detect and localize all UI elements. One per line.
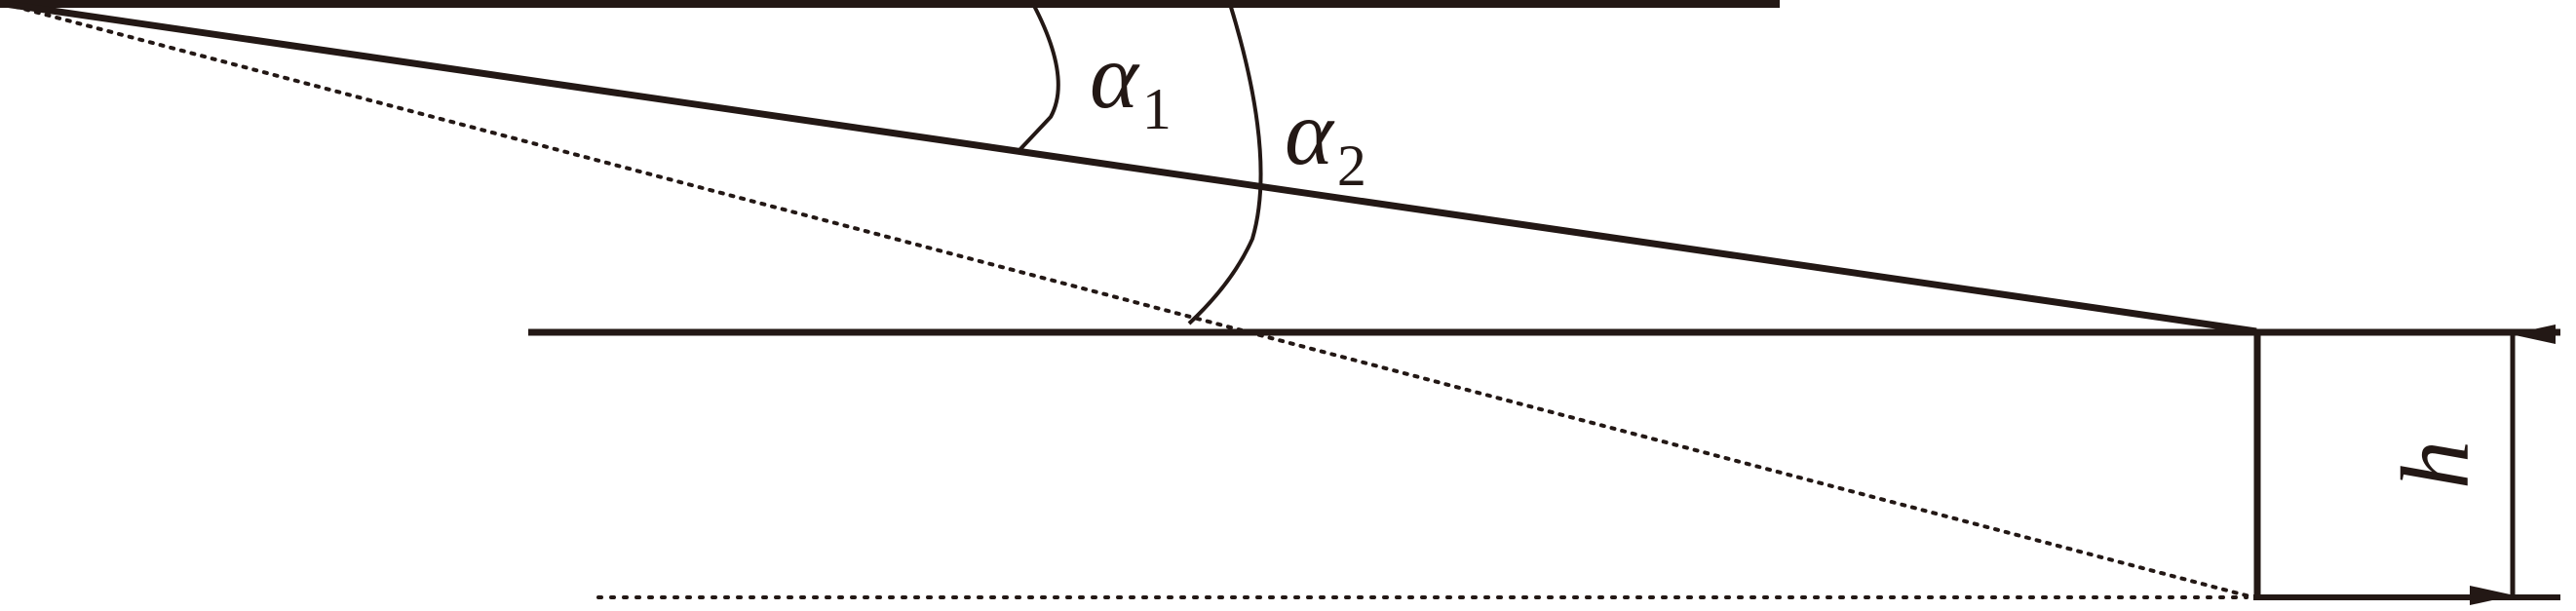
angle-arc-alpha1 bbox=[1017, 3, 1060, 153]
height-label: h bbox=[2381, 440, 2489, 489]
alpha1-label: α1 bbox=[1090, 24, 1172, 141]
angle-arc-alpha2 bbox=[1187, 3, 1263, 325]
sight-line-dotted bbox=[3, 2, 2255, 599]
sight-line-solid bbox=[4, 0, 2257, 335]
alpha2-label: α2 bbox=[1285, 81, 1366, 198]
